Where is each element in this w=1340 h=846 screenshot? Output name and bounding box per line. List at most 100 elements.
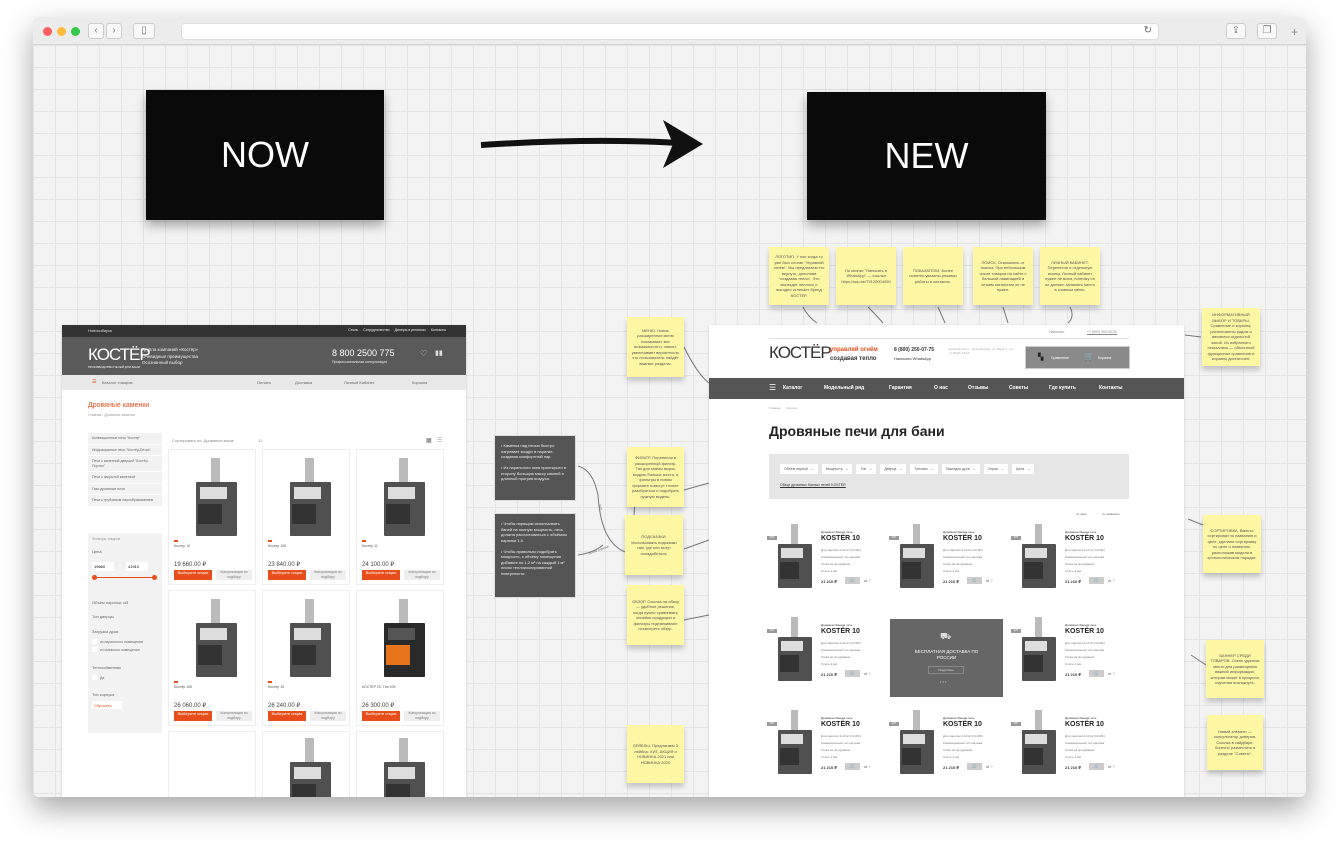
product-name[interactable]: KOSTЁR 10	[1065, 628, 1104, 635]
new-logo[interactable]: КОСТЁР	[769, 343, 832, 362]
product-name[interactable]: КОСТЁР 20, Тип 10К	[362, 685, 396, 689]
stove-image[interactable]	[379, 738, 430, 797]
sticky-note[interactable]: ЛИЧНЫЙ КАБИНЕТ. Перенесли в отдельную ик…	[1040, 247, 1100, 305]
compare-toggle-icon[interactable]: ⇄ ?	[864, 764, 871, 769]
category-item[interactable]: Газо-дровяные печи	[88, 484, 162, 495]
stove-image[interactable]	[896, 710, 938, 780]
stove-image[interactable]	[285, 738, 336, 797]
nav-item[interactable]: Советы	[1009, 385, 1029, 391]
select-options-button[interactable]: Выберите опции	[362, 570, 400, 580]
old-nav-cart[interactable]: Корзина	[412, 380, 428, 385]
checkbox[interactable]	[92, 675, 97, 680]
compare-toggle-icon[interactable]: ⇄ ?	[864, 578, 871, 583]
add-to-cart-button[interactable]: 🛒	[1089, 763, 1104, 770]
top-phone-link[interactable]: +7 (000) 000-00-00	[1087, 330, 1118, 334]
old-top-link[interactable]: Сотрудничество	[363, 328, 390, 332]
category-item[interactable]: Печи с каменной дверцей "Костёр-Портал"	[88, 456, 162, 472]
consult-button[interactable]: Консультация по подбору	[216, 570, 252, 580]
add-to-cart-button[interactable]: 🛒	[1089, 670, 1104, 677]
nav-item[interactable]: Модельный ряд	[824, 385, 865, 391]
favorites-icon[interactable]: ♡	[420, 349, 428, 358]
product-name[interactable]: KOSTЁR 10	[943, 535, 982, 542]
filter-dropdown[interactable]: Дверца⌄	[880, 464, 907, 474]
sidebar-toggle-icon[interactable]: ▯	[133, 23, 155, 39]
product-name[interactable]: Костер 10	[174, 544, 191, 548]
sticky-note[interactable]: ЛОГОТИП. У нас когда-то уже был слоган "…	[769, 247, 829, 305]
add-to-cart-button[interactable]: 🛒	[845, 577, 860, 584]
stove-image[interactable]	[1018, 524, 1060, 594]
carousel-dots[interactable]: • • •	[940, 679, 947, 684]
filter-body-type[interactable]: Тип корпуса	[92, 692, 115, 697]
select-options-button[interactable]: Выберите опции	[268, 570, 306, 580]
close-window-button[interactable]	[43, 27, 52, 36]
stove-image[interactable]	[191, 599, 242, 684]
consult-button[interactable]: Консультация по подбору	[310, 711, 346, 721]
whatsapp-link[interactable]: Написать WhatsApp	[894, 356, 932, 361]
select-options-button[interactable]: Выберите опции	[174, 711, 212, 721]
cart-button[interactable]: Корзина	[1098, 356, 1112, 360]
stove-image[interactable]	[285, 599, 336, 684]
old-breadcrumb[interactable]: Главная / Дровяные каменки	[88, 413, 135, 417]
add-to-cart-button[interactable]: 🛒	[967, 577, 982, 584]
compare-toggle-icon[interactable]: ⇄ ?	[864, 671, 871, 676]
per-page-select[interactable]: 12	[258, 438, 263, 443]
stove-image[interactable]	[379, 458, 430, 543]
stove-image[interactable]	[1018, 617, 1060, 687]
category-item[interactable]: Печи с трубчатым парообразованием	[88, 495, 162, 507]
stove-image[interactable]	[1018, 710, 1060, 780]
category-item[interactable]: Инфракрасные печи "Костёр-Сетка"	[88, 445, 162, 456]
filter-dropdown[interactable]: Цена⌄	[1011, 464, 1035, 474]
product-card[interactable]	[262, 731, 350, 797]
url-bar[interactable]: ↻	[181, 23, 1159, 40]
filter-heat-exchanger[interactable]: Теплообменник	[92, 665, 122, 670]
write-link[interactable]: Написать	[1049, 330, 1065, 334]
dark-note[interactable]: • Чтобы парящим использовать баней на по…	[494, 513, 576, 598]
stove-image[interactable]	[774, 710, 816, 780]
old-top-link[interactable]: Контакты	[430, 328, 446, 332]
grid-view-icon[interactable]: ▦	[426, 438, 432, 444]
old-top-link[interactable]: Стиль	[348, 328, 359, 332]
product-name[interactable]: KOSTЁR 10	[821, 628, 860, 635]
list-view-icon[interactable]: ☰	[437, 438, 443, 444]
sticky-note[interactable]: ЛЕЙБЛЫ. Предлагаем 3 лейбла: ХИТ, АКЦИЯ …	[627, 725, 684, 783]
slider-handle-min[interactable]	[92, 575, 97, 580]
menu-icon[interactable]: ☰	[769, 383, 777, 392]
nav-item[interactable]: О нас	[934, 385, 948, 391]
cart-icon[interactable]: 🛒	[1084, 352, 1094, 361]
nav-item[interactable]: Гарантия	[889, 385, 912, 391]
consult-button[interactable]: Консультация по подбору	[216, 711, 252, 721]
old-top-link[interactable]: Дилеры в регионах	[394, 328, 426, 332]
tabs-icon[interactable]: ❐	[1257, 23, 1277, 39]
nav-item[interactable]: Каталог	[783, 385, 803, 391]
nav-item[interactable]: Контакты	[1099, 385, 1123, 391]
sticky-note[interactable]: По кнопке "Написать в WhatsApp" — ссылка…	[836, 247, 896, 305]
sticky-note[interactable]: ФИЛЬТР. Перенесли в расширенный фильтр. …	[627, 447, 684, 507]
old-nav-account[interactable]: Личный Кабинет	[344, 380, 375, 385]
sort-select[interactable]: Сортировать по: Дровяные выше	[172, 438, 234, 443]
select-options-button[interactable]: Выберите опции	[268, 711, 306, 721]
reset-filters-button[interactable]: Сбросить	[92, 701, 122, 709]
stove-image[interactable]	[774, 524, 816, 594]
compare-toggle-icon[interactable]: ⇄ ?	[1108, 578, 1115, 583]
filter-dropdown[interactable]: Объём парной⌄	[780, 464, 818, 474]
maximize-window-button[interactable]	[71, 27, 80, 36]
price-to-input[interactable]: 41910	[126, 562, 148, 571]
stove-image[interactable]	[285, 458, 336, 543]
old-logo[interactable]: КОСТЁР	[88, 345, 151, 364]
nav-item[interactable]: Отзывы	[968, 385, 989, 391]
filter-volume[interactable]: Объём парилки, м3	[92, 600, 129, 605]
old-phone[interactable]: 8 800 2500 775	[332, 348, 395, 358]
compare-toggle-icon[interactable]: ⇄ ?	[1108, 671, 1115, 676]
stove-image[interactable]	[774, 617, 816, 687]
compare-toggle-icon[interactable]: ⇄ ?	[986, 764, 993, 769]
product-name[interactable]: Костер 11	[362, 544, 378, 548]
sticky-note[interactable]: СОРТИРОВКА. Вместо сортировки по названи…	[1203, 515, 1261, 573]
consult-button[interactable]: Консультация по подбору	[404, 570, 440, 580]
city-selector[interactable]: Новосибирск	[88, 328, 113, 333]
